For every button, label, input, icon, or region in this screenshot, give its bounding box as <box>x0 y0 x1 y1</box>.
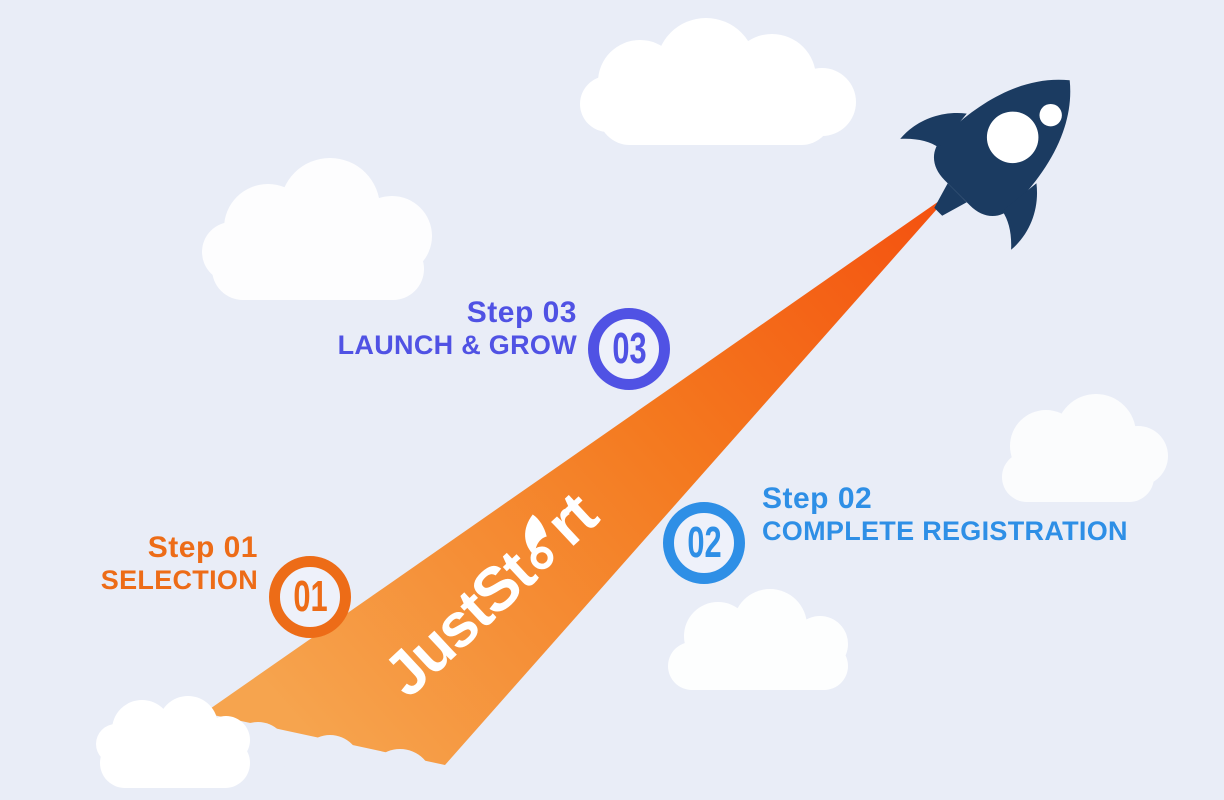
step-number-badge: 02 <box>663 502 745 584</box>
step-title: Step 03 <box>466 296 577 329</box>
cloud-icon <box>96 696 250 788</box>
rocket-icon <box>900 79 1071 250</box>
cloud-icon <box>1002 394 1168 502</box>
step-number: 02 <box>686 518 722 567</box>
step-title: Step 02 <box>762 482 873 515</box>
step-subtitle: COMPLETE REGISTRATION <box>762 516 1128 546</box>
step-number-badge: 03 <box>588 308 670 390</box>
cloud-icon <box>668 589 848 690</box>
step-subtitle: LAUNCH & GROW <box>337 330 577 360</box>
step-number: 03 <box>611 324 647 373</box>
step-block-02: Step 02 COMPLETE REGISTRATION <box>762 482 1128 547</box>
step-number: 01 <box>292 572 328 621</box>
rocket-trail <box>204 192 952 765</box>
cloud-icon <box>580 18 856 145</box>
rocket-glyph-icon <box>525 514 554 570</box>
step-number-badge: 01 <box>269 556 351 638</box>
step-title: Step 01 <box>147 531 258 564</box>
brand-logo: JustSt rt <box>340 452 639 738</box>
step-block-01: Step 01 SELECTION <box>101 531 258 596</box>
step-subtitle: SELECTION <box>100 565 258 595</box>
cloud-icon <box>202 158 432 300</box>
step-block-03: Step 03 LAUNCH & GROW <box>338 296 577 361</box>
